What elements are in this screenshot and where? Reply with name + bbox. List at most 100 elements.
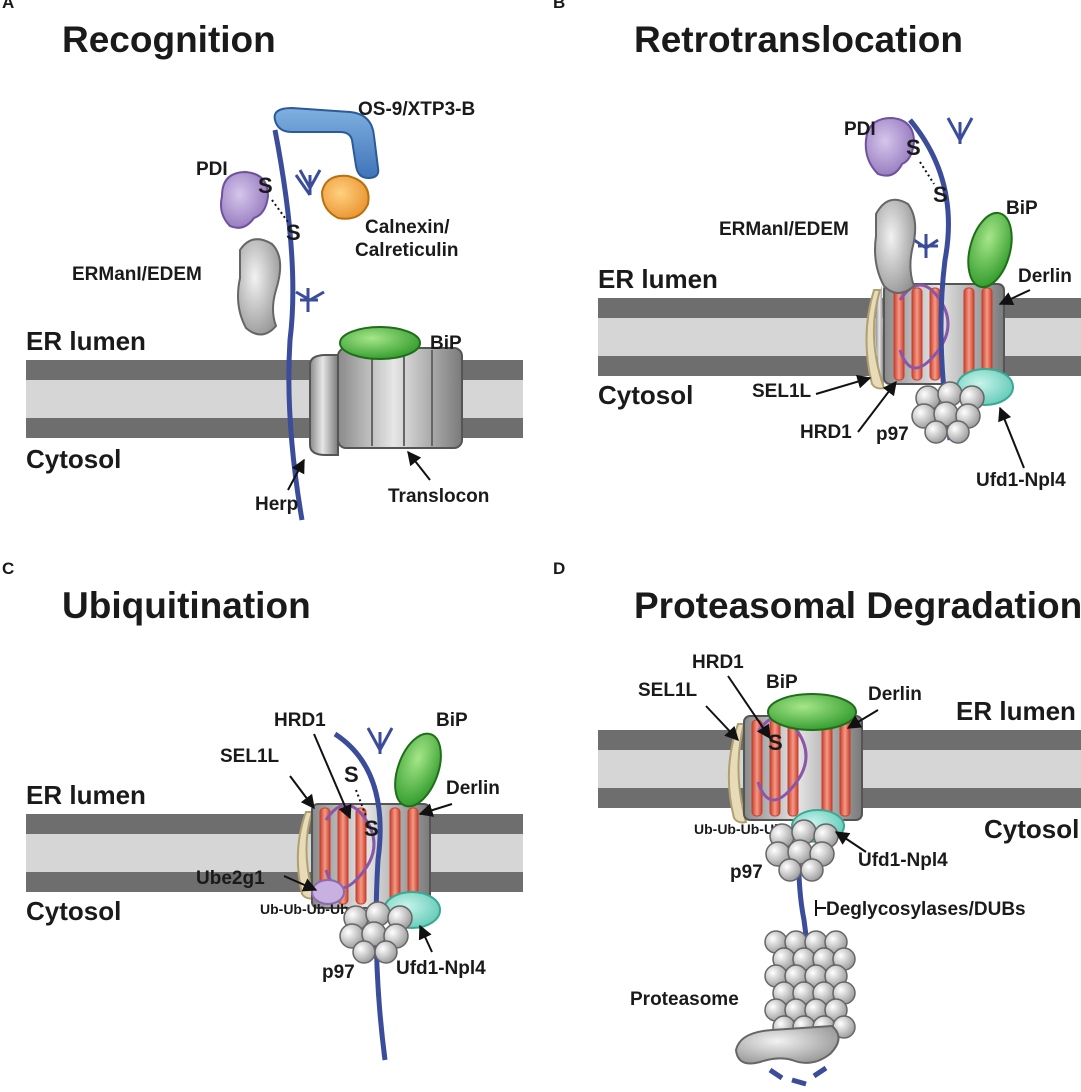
derlin-arrow: [418, 803, 453, 817]
ufd1-arrow: [418, 924, 433, 953]
p97-hexamer: [911, 381, 985, 444]
hrd1-label: HRD1: [692, 652, 744, 673]
substrate-chain: [333, 731, 388, 1061]
translocon: [309, 347, 463, 456]
panel-title: Retrotranslocation: [634, 19, 963, 60]
ufd1-arrow: [834, 831, 867, 853]
ube2g1-protein: [311, 879, 345, 905]
panel-c: C Ubiquitination ER lumen Cytosol S S Bi…: [2, 559, 523, 1061]
calnexin-label-2: Calreticulin: [355, 240, 458, 261]
ube2g1-label: Ube2g1: [196, 868, 265, 889]
hrd1-arrow: [857, 380, 897, 433]
ubiquitin-chain: Ub-Ub-Ub-Ub-: [260, 901, 354, 917]
panel-letter: D: [553, 559, 565, 578]
er-lumen-label: ER lumen: [956, 696, 1076, 726]
bip-label: BiP: [766, 672, 798, 693]
er-lumen-label: ER lumen: [26, 326, 146, 356]
derlin-arrow: [998, 289, 1031, 306]
hrd1-protein: [898, 283, 950, 370]
sel1l-label: SEL1L: [220, 746, 280, 767]
substrate-chain: [272, 129, 305, 521]
sel1l-protein: [727, 723, 748, 824]
pdi-label: PDI: [844, 119, 876, 140]
hrd1-arrow: [313, 733, 352, 820]
derlin-label: Derlin: [446, 778, 500, 799]
sel1l-label: SEL1L: [638, 680, 698, 701]
herp-label: Herp: [255, 494, 298, 515]
sel1l-protein: [296, 811, 316, 900]
derlin-label: Derlin: [868, 684, 922, 705]
glycan-icon: [366, 727, 394, 754]
translocon-arrow: [407, 450, 431, 481]
disulfide-s: S: [768, 730, 783, 755]
deglycosylases-label: Deglycosylases/DUBs: [826, 899, 1026, 920]
panel-b: B Retrotranslocation ER lumen Cytosol PD…: [553, 0, 1081, 491]
bip-label: BiP: [436, 710, 468, 731]
hrd1-label: HRD1: [800, 422, 852, 443]
herp-arrow: [287, 458, 305, 491]
ermani-protein: [874, 198, 917, 294]
sel1l-protein: [865, 289, 886, 390]
sel1l-label: SEL1L: [752, 381, 812, 402]
os9-label: OS-9/XTP3-B: [358, 99, 475, 120]
panel-letter: B: [553, 0, 565, 12]
derlin-label: Derlin: [1018, 266, 1072, 287]
bip-protein: [967, 211, 1013, 289]
panel-a: A Recognition ER lumen Cytosol BiP OS-9/…: [2, 0, 523, 521]
proteasome-complex: [734, 930, 856, 1065]
er-membrane: [26, 814, 523, 892]
panel-title: Proteasomal Degradation: [634, 585, 1081, 626]
cytosol-label: Cytosol: [26, 444, 121, 474]
sel1l-arrow: [705, 705, 739, 742]
ufd1-label: Ufd1-Npl4: [976, 470, 1066, 491]
translocon-label: Translocon: [388, 486, 489, 507]
peptide-fragments: [768, 1065, 828, 1087]
ermani-protein: [237, 238, 282, 336]
derlin-arrow: [846, 709, 879, 729]
cytosol-label: Cytosol: [598, 380, 693, 410]
ermani-label: ERManI/EDEM: [719, 219, 849, 240]
calnexin-label-1: Calnexin/: [365, 217, 450, 238]
disulfide-s2: S: [286, 220, 301, 245]
disulfide-s1: S: [344, 762, 359, 787]
cytosol-label: Cytosol: [26, 896, 121, 926]
ufd1-label: Ufd1-Npl4: [858, 850, 948, 871]
pdi-protein: [864, 116, 916, 177]
bip-protein: [394, 732, 442, 808]
p97-hexamer: [339, 901, 413, 964]
p97-label: p97: [730, 862, 763, 883]
glycan-icon: [294, 169, 325, 312]
calnexin-protein: [320, 174, 370, 220]
sel1l-arrow: [815, 374, 872, 395]
er-lumen-label: ER lumen: [26, 780, 146, 810]
pdi-label: PDI: [196, 159, 228, 180]
bip-label: BiP: [1006, 198, 1038, 219]
disulfide-bond: [919, 161, 935, 185]
er-membrane: [598, 298, 1081, 376]
disulfide-s2: S: [364, 816, 379, 841]
pdi-protein: [220, 170, 270, 229]
bip-protein: [767, 693, 857, 731]
panel-d: D Proteasomal Degradation ER lumen Cytos…: [553, 559, 1081, 1087]
bip-protein: [339, 326, 421, 360]
disulfide-s2: S: [933, 182, 948, 207]
panel-title: Ubiquitination: [62, 585, 311, 626]
p97-label: p97: [876, 424, 909, 445]
p97-label: p97: [322, 962, 355, 983]
ufd1-label: Ufd1-Npl4: [396, 958, 486, 979]
cytosol-label: Cytosol: [984, 814, 1079, 844]
os9-protein: [273, 106, 380, 180]
disulfide-s1: S: [906, 135, 921, 160]
proteasome-label: Proteasome: [630, 989, 739, 1010]
bip-label: BiP: [430, 333, 462, 354]
er-lumen-label: ER lumen: [598, 264, 718, 294]
ube2g1-arrow: [283, 875, 318, 892]
hrd1-label: HRD1: [274, 710, 326, 731]
proteasome-cap: [734, 1024, 840, 1065]
substrate-chain: [908, 118, 953, 441]
panel-letter: C: [2, 559, 14, 578]
panel-title: Recognition: [62, 19, 276, 60]
p97-hexamer: [765, 819, 839, 882]
sel1l-arrow: [289, 775, 315, 810]
